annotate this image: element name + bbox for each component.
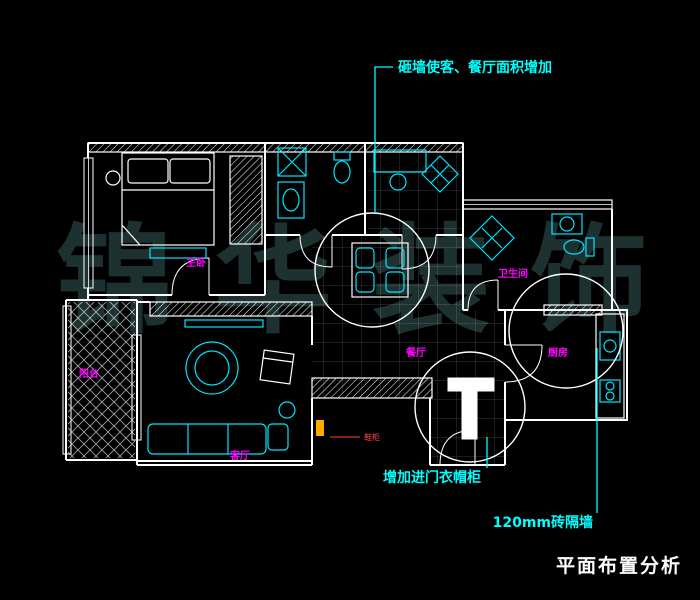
- highlight-circle-entry: [414, 351, 526, 463]
- room-label-living-room: 客厅: [229, 449, 250, 462]
- coat-cabinet-shape: [447, 377, 495, 440]
- leader-demolish-wall: [374, 66, 393, 213]
- annotation-demolish-wall: 砸墙使客、餐厅面积增加: [398, 59, 552, 76]
- cyan-furniture-group: [147, 147, 621, 455]
- room-labels-group: 主卧 阳台 客厅 餐厅 卫生间 厨房: [79, 256, 568, 462]
- drawing-title: 平面布置分析: [556, 554, 682, 577]
- door-marker: [316, 420, 324, 436]
- balcony-floor-lattice: [68, 302, 135, 458]
- room-label-kitchen: 厨房: [548, 346, 568, 359]
- walls-group: [62, 142, 628, 466]
- doors-group: [171, 234, 543, 466]
- annotation-coat-cabinet: 增加进门衣帽柜: [383, 469, 481, 486]
- room-label-master-bedroom: 主卧: [186, 256, 206, 269]
- red-note-label: 鞋柜: [364, 432, 380, 442]
- highlight-circle-dining: [314, 212, 430, 328]
- red-note-group: 鞋柜: [330, 432, 380, 442]
- tile-floor-group: [312, 146, 505, 465]
- leader-lines-group: [374, 66, 598, 513]
- room-label-dining-room: 餐厅: [405, 346, 426, 359]
- highlight-circles-group: [314, 212, 624, 463]
- room-label-balcony: 阳台: [79, 367, 99, 380]
- annotation-brick-partition: 120mm砖隔墙: [493, 514, 593, 531]
- highlight-circle-partition: [508, 273, 624, 389]
- room-label-bathroom: 卫生间: [498, 267, 528, 280]
- white-furniture-group: [105, 152, 625, 419]
